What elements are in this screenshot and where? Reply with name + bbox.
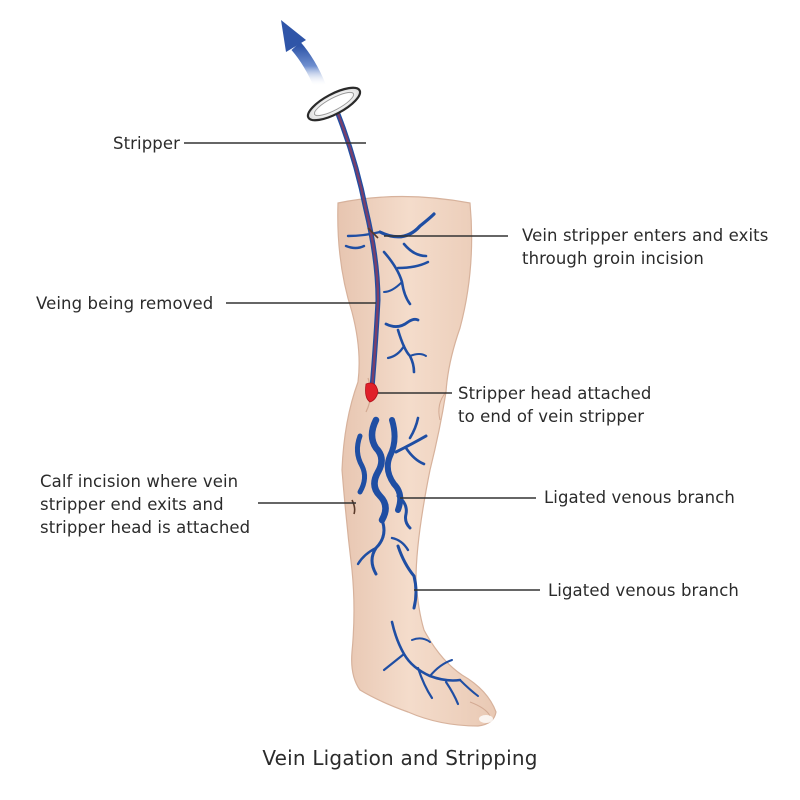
label-stripper-head-line-1: Stripper head attached xyxy=(458,384,652,403)
vein-stripper xyxy=(306,86,381,403)
thigh-vein-mid xyxy=(384,317,420,328)
label-groin-line-1: Vein stripper enters and exits xyxy=(522,226,769,245)
pull-direction-arrow xyxy=(281,20,326,89)
label-ligated-branch-1: Ligated venous branch xyxy=(544,486,735,509)
label-groin-line-2: through groin incision xyxy=(522,249,704,268)
groin-incision xyxy=(367,227,379,239)
label-stripper-head: Stripper head attached to end of vein st… xyxy=(458,382,651,428)
veins xyxy=(344,212,479,706)
label-vein-being-removed: Veing being removed xyxy=(36,292,213,315)
label-ligated-branch-2: Ligated venous branch xyxy=(548,579,739,602)
label-ligated-2-text: Ligated venous branch xyxy=(548,581,739,600)
label-stripper: Stripper xyxy=(60,132,180,155)
label-stripper-head-line-2: to end of vein stripper xyxy=(458,407,645,426)
label-ligated-1-text: Ligated venous branch xyxy=(544,488,735,507)
calf-incision xyxy=(351,499,356,515)
stripper-handle-ring xyxy=(306,86,362,122)
label-stripper-text: Stripper xyxy=(113,134,180,153)
label-calf-incision: Calf incision where vein stripper end ex… xyxy=(40,470,250,539)
label-calf-incision-line-1: Calf incision where vein xyxy=(40,472,239,491)
label-calf-incision-line-3: stripper head is attached xyxy=(40,518,251,537)
label-groin-entry: Vein stripper enters and exits through g… xyxy=(522,224,768,270)
foot-veins xyxy=(390,620,462,682)
label-calf-incision-line-2: stripper end exits and xyxy=(40,495,224,514)
calf-varicose-cluster xyxy=(368,416,389,524)
label-vein-removed-text: Veing being removed xyxy=(36,294,214,313)
figure-caption: Vein Ligation and Stripping xyxy=(262,746,538,770)
leader-lines xyxy=(184,142,540,591)
stripper-head xyxy=(365,382,379,403)
